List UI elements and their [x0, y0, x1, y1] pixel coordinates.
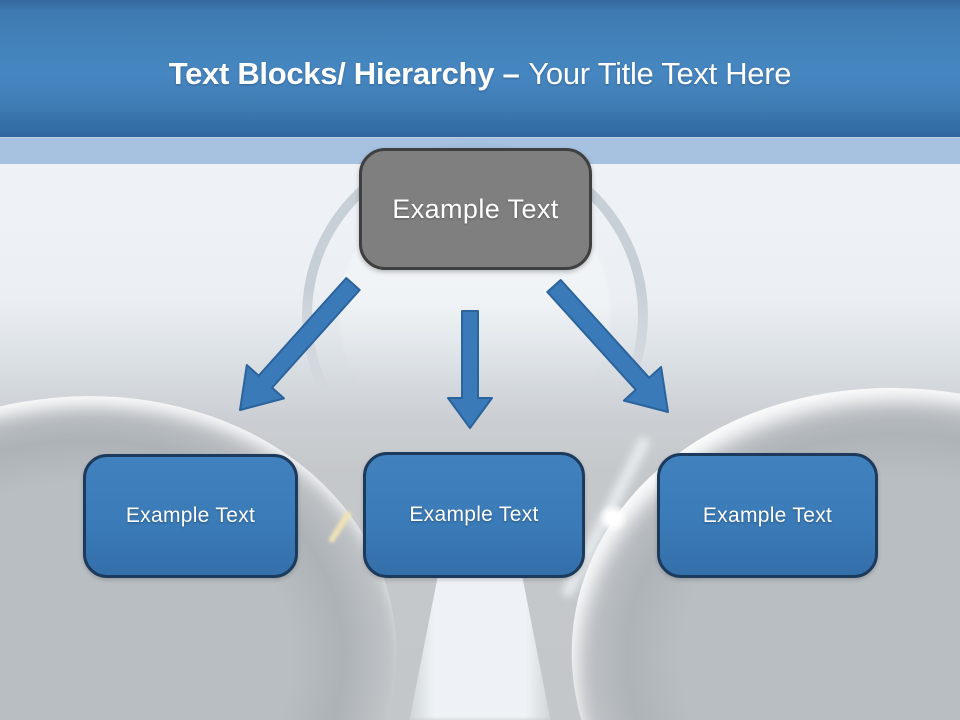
root-node-label: Example Text — [392, 193, 559, 224]
child-node-3[interactable]: Example Text — [657, 453, 878, 578]
title-emphasis: Text Blocks/ Hierarchy – — [168, 56, 520, 91]
slide-title: Text Blocks/ Hierarchy –Your Title Text … — [0, 0, 960, 92]
child-node-3-label: Example Text — [702, 503, 833, 527]
child-node-2-label: Example Text — [409, 503, 539, 526]
child-node-1-label: Example Text — [125, 504, 256, 527]
slide-header: Text Blocks/ Hierarchy –Your Title Text … — [0, 0, 960, 137]
child-node-2[interactable]: Example Text — [363, 452, 585, 578]
arrow-down-right-icon[interactable] — [546, 279, 669, 413]
arrow-down-icon[interactable] — [447, 310, 493, 429]
arrow-down-left-icon[interactable] — [239, 277, 361, 411]
background-glint-spark — [598, 503, 628, 533]
root-node[interactable]: Example Text — [359, 148, 592, 270]
child-node-1[interactable]: Example Text — [83, 454, 298, 578]
title-rest: Your Title Text Here — [528, 56, 792, 91]
